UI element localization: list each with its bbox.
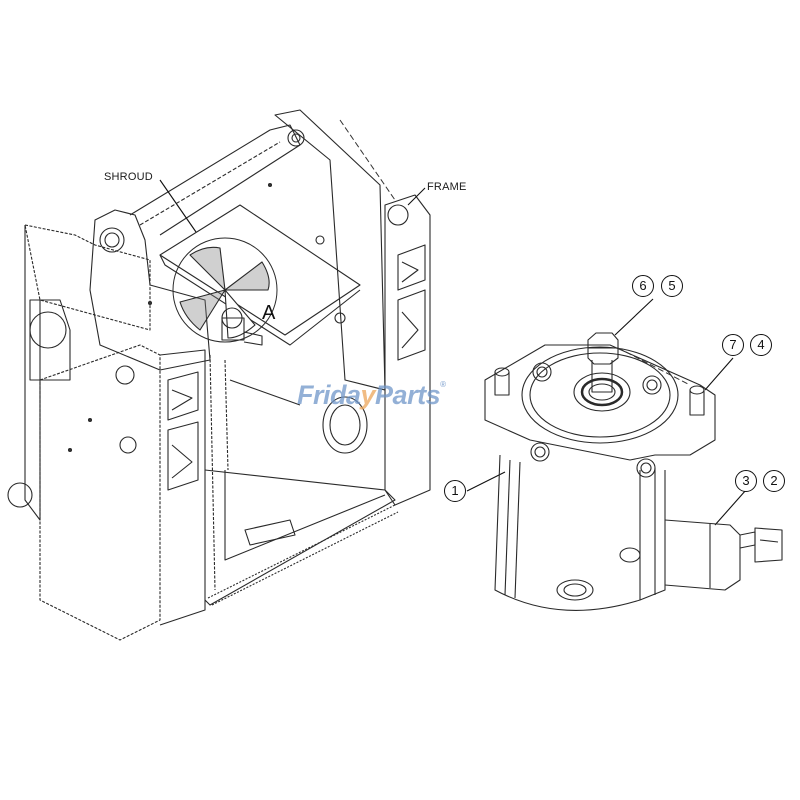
callout-3: 3 (735, 470, 757, 492)
callout-6: 6 (632, 275, 654, 297)
assembly-lines (339, 119, 691, 386)
watermark-logo: FridayParts® (297, 380, 446, 411)
motor-drawing (484, 332, 783, 611)
callout-4: 4 (750, 334, 772, 356)
shroud-label: SHROUD (104, 171, 153, 183)
frame-label: FRAME (427, 181, 467, 193)
callout-7: 7 (722, 334, 744, 356)
frame-drawing (7, 109, 431, 641)
callout-5: 5 (661, 275, 683, 297)
view-letter-a: A (262, 302, 276, 324)
watermark-parts: Parts (375, 380, 441, 410)
registered-mark: ® (440, 380, 446, 389)
leader-lines (159, 179, 747, 526)
watermark-friday-tail: y (360, 380, 376, 410)
callout-2: 2 (763, 470, 785, 492)
watermark-friday-head: Frida (297, 380, 361, 410)
callout-1: 1 (444, 480, 466, 502)
